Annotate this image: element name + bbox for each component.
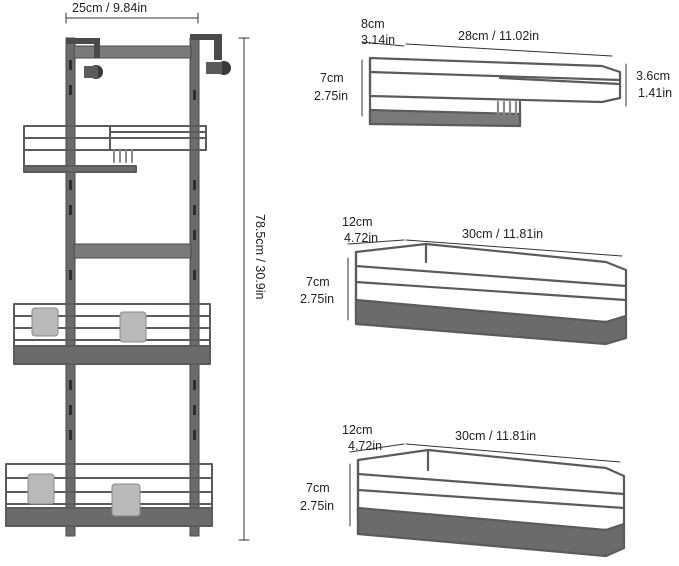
- middle-basket-dimensions: [347, 239, 623, 321]
- middle-basket-height-cm: 7cm: [306, 275, 330, 289]
- small-basket-inner-in: 1.41in: [638, 86, 673, 100]
- small-basket-height-cm: 7cm: [320, 71, 344, 85]
- rack-height-label: 78.5cm / 30.9in: [253, 214, 267, 300]
- middle-basket-depth-cm: 12cm: [342, 215, 373, 229]
- small-basket-depth-in: 3.14in: [361, 33, 396, 47]
- left-door-hook: [66, 38, 100, 58]
- rack-width-dimension: [65, 12, 199, 24]
- bottom-right-hook: [111, 483, 141, 517]
- right-rail: [189, 37, 200, 537]
- left-rail: [65, 37, 76, 537]
- small-basket-length: 28cm / 11.02in: [458, 29, 540, 43]
- right-door-hook: [190, 34, 222, 60]
- bottom-basket-depth-cm: 12cm: [342, 423, 373, 437]
- top-crossbar: [73, 45, 192, 59]
- middle-basket-height-in: 2.75in: [300, 292, 335, 306]
- right-clamp: [206, 62, 222, 74]
- rail-slots: [69, 60, 196, 440]
- bottom-basket-height-in: 2.75in: [300, 499, 335, 513]
- middle-left-hook: [31, 307, 59, 337]
- rack-width-label: 25cm / 9.84in: [72, 1, 148, 15]
- bottom-basket-height-cm: 7cm: [306, 481, 330, 495]
- left-clamp: [84, 66, 98, 78]
- small-basket-depth-cm: 8cm: [361, 17, 385, 31]
- middle-basket-detail: [347, 239, 628, 346]
- shower-caddy-rack: [5, 12, 250, 541]
- small-basket-dimensions: [361, 41, 627, 117]
- bottom-basket-dimensions: [349, 443, 621, 527]
- small-basket-height-in: 2.75in: [314, 89, 349, 103]
- middle-crossbar: [73, 243, 192, 259]
- bottom-left-hook: [27, 473, 55, 505]
- small-basket-inner-cm: 3.6cm: [636, 69, 671, 83]
- small-basket-detail: [361, 41, 627, 128]
- bottom-basket-depth-in: 4.72in: [348, 439, 383, 453]
- middle-basket-length: 30cm / 11.81in: [462, 227, 544, 241]
- rack-top-basket: [23, 125, 207, 173]
- rack-height-dimension: [238, 37, 250, 541]
- middle-basket-depth-in: 4.72in: [344, 231, 379, 245]
- bottom-basket-length: 30cm / 11.81in: [455, 429, 537, 443]
- middle-right-hook: [119, 311, 147, 343]
- bottom-basket-detail: [349, 443, 626, 558]
